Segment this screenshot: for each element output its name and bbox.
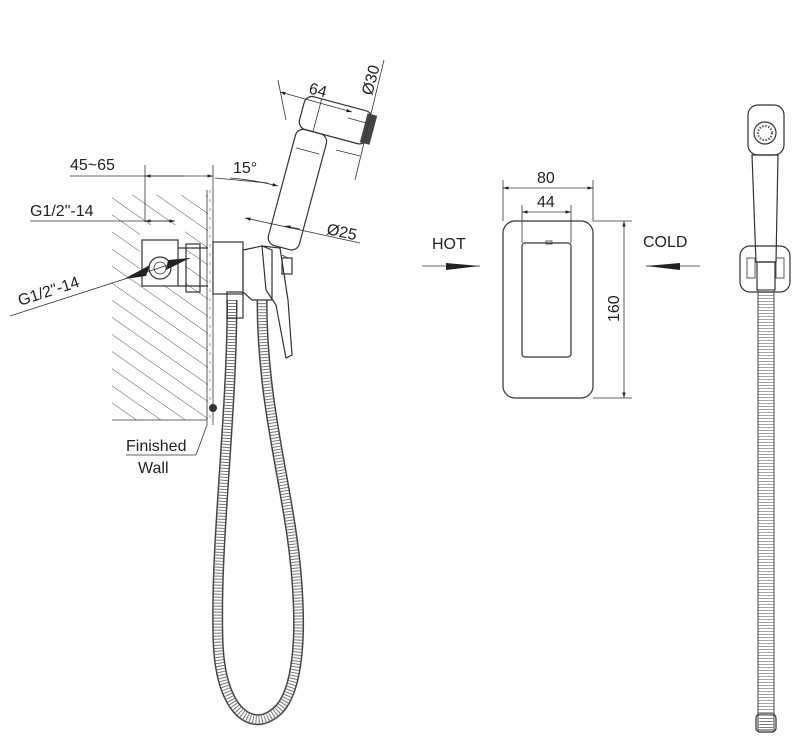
dim-head-diameter: Ø30 xyxy=(335,59,385,181)
hot-label: HOT xyxy=(432,236,466,253)
side-view: 45~65 G1/2"-14 G1/2"-14 Finished Wall 15… xyxy=(9,59,385,726)
dim-head-diameter-label: Ø30 xyxy=(359,63,383,97)
finished-wall-line2: Wall xyxy=(138,460,169,477)
finished-wall-line1: Finished xyxy=(126,438,186,455)
dim-width: 80 xyxy=(502,170,594,221)
finished-wall-callout: Finished Wall xyxy=(126,424,208,477)
dim-height: 160 xyxy=(593,220,632,399)
shower-front-view xyxy=(739,104,791,733)
dim-body-diameter: Ø25 xyxy=(244,217,361,244)
dim-head-length-label: 64 xyxy=(307,80,329,101)
cold-label: COLD xyxy=(643,234,687,251)
fixing-screw xyxy=(209,404,217,412)
dim-body-diameter-label: Ø25 xyxy=(325,221,358,244)
dim-depth: 45~65 xyxy=(70,157,214,222)
cold-indicator: COLD xyxy=(643,234,700,270)
dim-inner-width: 44 xyxy=(521,194,572,243)
dim-height-label: 160 xyxy=(606,295,623,322)
lever-handle xyxy=(521,242,572,358)
cover-plate xyxy=(502,220,594,399)
thread-top: G1/2"-14 xyxy=(30,203,175,223)
wall-section xyxy=(112,190,214,425)
hose xyxy=(212,291,305,726)
dim-width-label: 80 xyxy=(537,170,555,187)
hot-indicator: HOT xyxy=(422,236,480,270)
dim-depth-label: 45~65 xyxy=(70,157,115,174)
dim-angle: 15° xyxy=(214,160,279,187)
mixer-body xyxy=(212,241,293,359)
thread-side-label: G1/2"-14 xyxy=(16,274,82,310)
dim-inner-width-label: 44 xyxy=(537,194,555,211)
front-view: 80 44 160 HOT COLD xyxy=(422,170,700,399)
hand-shower xyxy=(267,95,378,251)
dim-head-length: 64 xyxy=(277,79,353,121)
thread-top-label: G1/2"-14 xyxy=(30,203,94,220)
dim-angle-label: 15° xyxy=(233,160,257,177)
